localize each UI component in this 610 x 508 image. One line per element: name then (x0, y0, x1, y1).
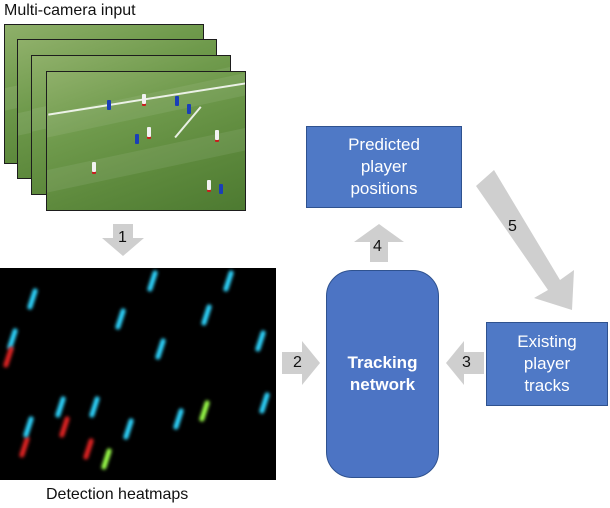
heatmap-blob (122, 417, 135, 441)
arrow-1 (102, 224, 144, 256)
heatmap-blob (258, 391, 271, 415)
arrow-2 (282, 341, 320, 385)
predicted-box-line: positions (350, 179, 418, 199)
heatmap-blob (82, 437, 95, 461)
existing-box-line: Existing (517, 331, 577, 351)
heatmap-blob (222, 269, 235, 293)
heatmap-blob (18, 435, 31, 459)
existing-box-line: player (523, 353, 571, 373)
predicted-player-positions-box: Predicted player positions (306, 126, 462, 208)
heatmap-blob (100, 447, 113, 471)
player (207, 180, 211, 190)
player (147, 127, 151, 137)
step-4-label: 4 (373, 238, 382, 255)
player (92, 162, 96, 172)
heatmap-blob (154, 337, 167, 361)
step-3-label: 3 (462, 354, 471, 371)
predicted-box-line: Predicted (348, 134, 420, 154)
predicted-box-line: player (360, 156, 408, 176)
player (142, 94, 146, 104)
camera-frame-front (46, 71, 246, 211)
heatmap-blob (22, 415, 35, 439)
arrow-3 (446, 341, 484, 385)
heatmap-blob (114, 307, 127, 331)
player (135, 134, 139, 144)
heatmap-blob (198, 399, 211, 423)
player (215, 130, 219, 140)
heatmap-blob (172, 407, 185, 431)
player (219, 184, 223, 194)
detection-heatmap-image (0, 268, 276, 480)
heatmap-blob (254, 329, 267, 353)
heatmap-blob (200, 303, 213, 327)
step-5-label: 5 (508, 218, 517, 235)
tracking-box-line: network (349, 375, 416, 394)
heatmap-blob (88, 395, 101, 419)
player (187, 104, 191, 114)
tracking-box-line: Tracking (347, 352, 418, 372)
heatmap-blob (2, 345, 15, 369)
player (107, 100, 111, 110)
step-2-label: 2 (293, 354, 302, 371)
player (175, 96, 179, 106)
heatmap-blob (146, 269, 159, 293)
heatmap-blob (54, 395, 67, 419)
detection-heatmaps-label: Detection heatmaps (46, 486, 189, 503)
multi-camera-input-label: Multi-camera input (4, 2, 136, 19)
heatmap-blob (58, 415, 71, 439)
heatmap-blob (26, 287, 39, 311)
tracking-network-box: Tracking network (326, 270, 439, 478)
arrow-5 (476, 170, 574, 310)
existing-player-tracks-box: Existing player tracks (486, 322, 608, 406)
arrow-4 (354, 224, 404, 262)
existing-box-line: tracks (524, 376, 570, 396)
step-1-label: 1 (118, 229, 127, 246)
